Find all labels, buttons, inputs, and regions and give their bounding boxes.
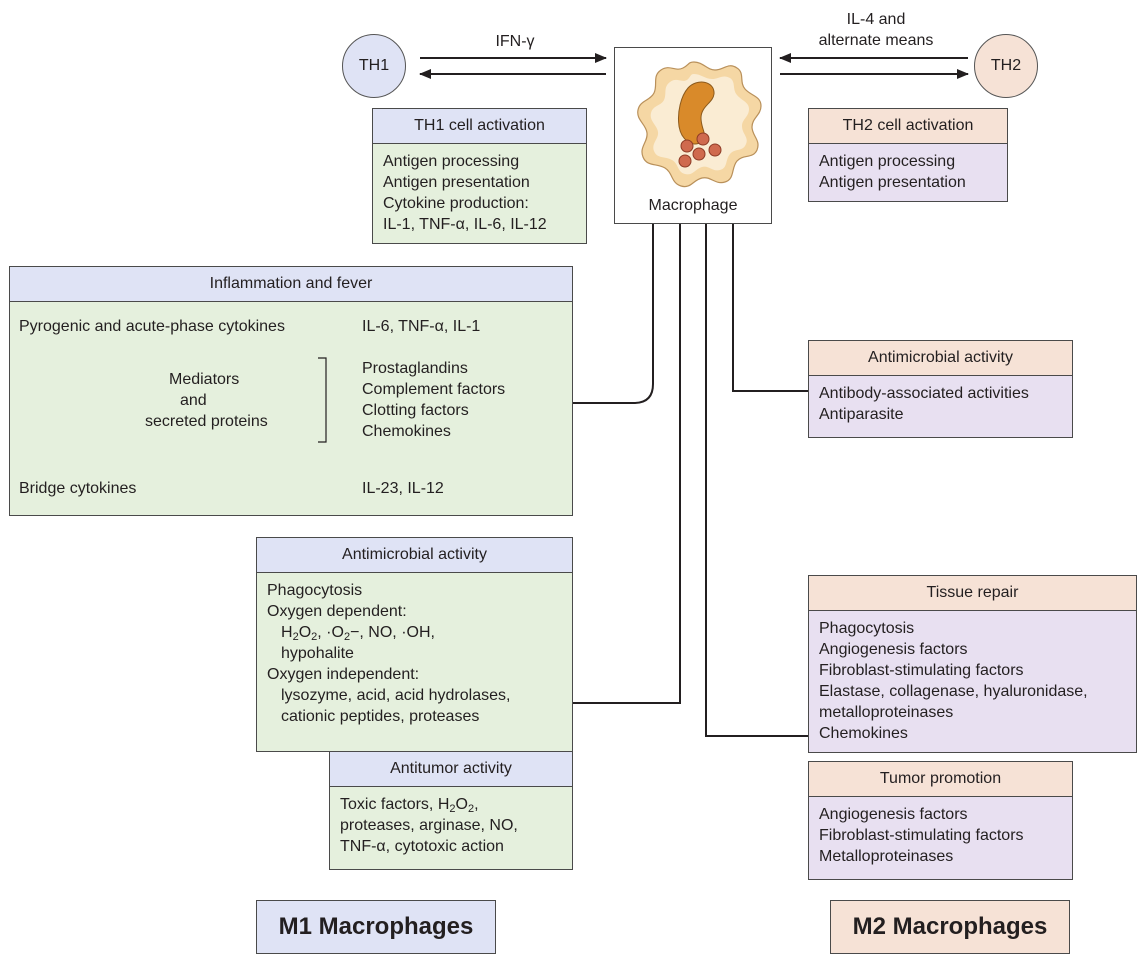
list-item: Antiparasite — [819, 406, 904, 423]
independent-line1: lysozyme, acid, acid hydrolases, — [281, 687, 511, 704]
mediator-items: Prostaglandins Complement factors Clotti… — [362, 358, 505, 442]
mediators-label: Mediators and secreted proteins — [145, 369, 305, 432]
m2-antimicrobial-body: Antibody-associated activities Antiparas… — [809, 376, 1072, 437]
th1-activation-body: Antigen processing Antigen presentation … — [373, 144, 586, 243]
list-item: Chemokines — [362, 423, 451, 440]
th1-activation-box: TH1 cell activation Antigen processing A… — [372, 108, 587, 244]
macrophage-box: Macrophage — [614, 47, 772, 224]
bridge-label: Bridge cytokines — [19, 480, 137, 497]
mediators-line1: Mediators — [169, 371, 240, 388]
list-item: Elastase, collagenase, hyaluronidase, — [819, 683, 1088, 700]
bridge-values: IL-23, IL-12 — [362, 480, 444, 497]
tissue-repair-body: Phagocytosis Angiogenesis factors Fibrob… — [809, 611, 1136, 752]
hypohalite: hypohalite — [281, 645, 354, 662]
oxygen-dependent-rest: , NO, ·OH, — [359, 624, 435, 641]
list-item: Metalloproteinases — [819, 848, 954, 865]
antitumor-title: Antitumor activity — [330, 752, 572, 787]
th1-label: TH1 — [358, 57, 390, 74]
antitumor-line1-prefix: Toxic factors, — [340, 796, 438, 813]
connector-m1-antimicrobial — [573, 224, 681, 704]
m1-antimicrobial-box: Antimicrobial activity Phagocytosis Oxyg… — [256, 537, 573, 752]
phagocytosis: Phagocytosis — [267, 582, 363, 599]
list-item: Phagocytosis — [819, 620, 915, 637]
list-item: Fibroblast-stimulating factors — [819, 827, 1024, 844]
mediators-line3: secreted proteins — [145, 413, 268, 430]
connector-tissue-repair — [705, 224, 808, 737]
inflammation-box: Inflammation and fever Pyrogenic and acu… — [9, 266, 573, 516]
m2-antimicrobial-title: Antimicrobial activity — [809, 341, 1072, 376]
list-item: IL-1, TNF-α, IL-6, IL-12 — [383, 216, 547, 233]
connector-inflammation — [573, 224, 653, 403]
th2-label: TH2 — [990, 57, 1022, 74]
pyrogenic-values: IL-6, TNF-α, IL-1 — [362, 318, 481, 335]
antitumor-box: Antitumor activity Toxic factors, H2O2, … — [329, 751, 573, 870]
inflammation-body: Pyrogenic and acute-phase cytokines IL-6… — [10, 302, 572, 515]
antitumor-body: Toxic factors, H2O2, proteases, arginase… — [330, 787, 572, 869]
tissue-repair-title: Tissue repair — [809, 576, 1136, 611]
m1-antimicrobial-title: Antimicrobial activity — [257, 538, 572, 573]
th2-cell: TH2 — [974, 34, 1038, 98]
tumor-promotion-box: Tumor promotion Angiogenesis factors Fib… — [808, 761, 1073, 880]
th1-cell: TH1 — [342, 34, 406, 98]
antitumor-line2: proteases, arginase, NO, — [340, 817, 518, 834]
oxygen-independent: Oxygen independent: — [267, 666, 420, 683]
list-item: metalloproteinases — [819, 704, 954, 721]
list-item: Antigen presentation — [819, 174, 966, 191]
tissue-repair-box: Tissue repair Phagocytosis Angiogenesis … — [808, 575, 1137, 753]
th2-activation-title: TH2 cell activation — [809, 109, 1007, 144]
bracket — [318, 357, 327, 443]
pyrogenic-label: Pyrogenic and acute-phase cytokines — [19, 318, 285, 335]
connector-inflammation-path — [573, 224, 654, 404]
inflammation-title: Inflammation and fever — [10, 267, 572, 302]
list-item: Cytokine production: — [383, 195, 529, 212]
list-item: Angiogenesis factors — [819, 806, 968, 823]
list-item: Clotting factors — [362, 402, 469, 419]
list-item: Antibody-associated activities — [819, 385, 1029, 402]
m2-macrophages-label: M2 Macrophages — [830, 900, 1070, 954]
macrophage-cell-icon — [637, 61, 762, 188]
m2-antimicrobial-box: Antimicrobial activity Antibody-associat… — [808, 340, 1073, 438]
list-item: Antigen processing — [819, 153, 956, 170]
connector-m2-antimicrobial — [732, 224, 808, 392]
list-item: Chemokines — [819, 725, 908, 742]
list-item: Angiogenesis factors — [819, 641, 968, 658]
independent-line2: cationic peptides, proteases — [281, 708, 480, 725]
list-item: Antigen presentation — [383, 174, 530, 191]
mediators-line2: and — [180, 392, 207, 409]
oxygen-dependent-items: H2O2, ·O2−, NO, ·OH, — [281, 624, 435, 643]
il4-label: IL-4 and alternate means — [796, 9, 956, 51]
th1-activation-title: TH1 cell activation — [373, 109, 586, 144]
il4-label-line2: alternate means — [818, 32, 934, 49]
th2-activation-body: Antigen processing Antigen presentation — [809, 144, 1007, 201]
antitumor-line1: Toxic factors, H2O2, — [340, 796, 479, 815]
list-item: Prostaglandins — [362, 360, 468, 377]
th2-activation-box: TH2 cell activation Antigen processing A… — [808, 108, 1008, 202]
list-item: Complement factors — [362, 381, 506, 398]
list-item: Antigen processing — [383, 153, 520, 170]
list-item: Fibroblast-stimulating factors — [819, 662, 1024, 679]
tumor-promotion-body: Angiogenesis factors Fibroblast-stimulat… — [809, 797, 1072, 879]
antitumor-line3: TNF-α, cytotoxic action — [340, 838, 504, 855]
il4-label-line1: IL-4 and — [846, 11, 906, 28]
m1-antimicrobial-body: Phagocytosis Oxygen dependent: H2O2, ·O2… — [257, 573, 572, 751]
macrophage-label: Macrophage — [648, 197, 738, 214]
tumor-promotion-title: Tumor promotion — [809, 762, 1072, 797]
m1-macrophages-label: M1 Macrophages — [256, 900, 496, 954]
ifn-gamma-label: IFN-γ — [495, 33, 535, 50]
oxygen-dependent: Oxygen dependent: — [267, 603, 407, 620]
